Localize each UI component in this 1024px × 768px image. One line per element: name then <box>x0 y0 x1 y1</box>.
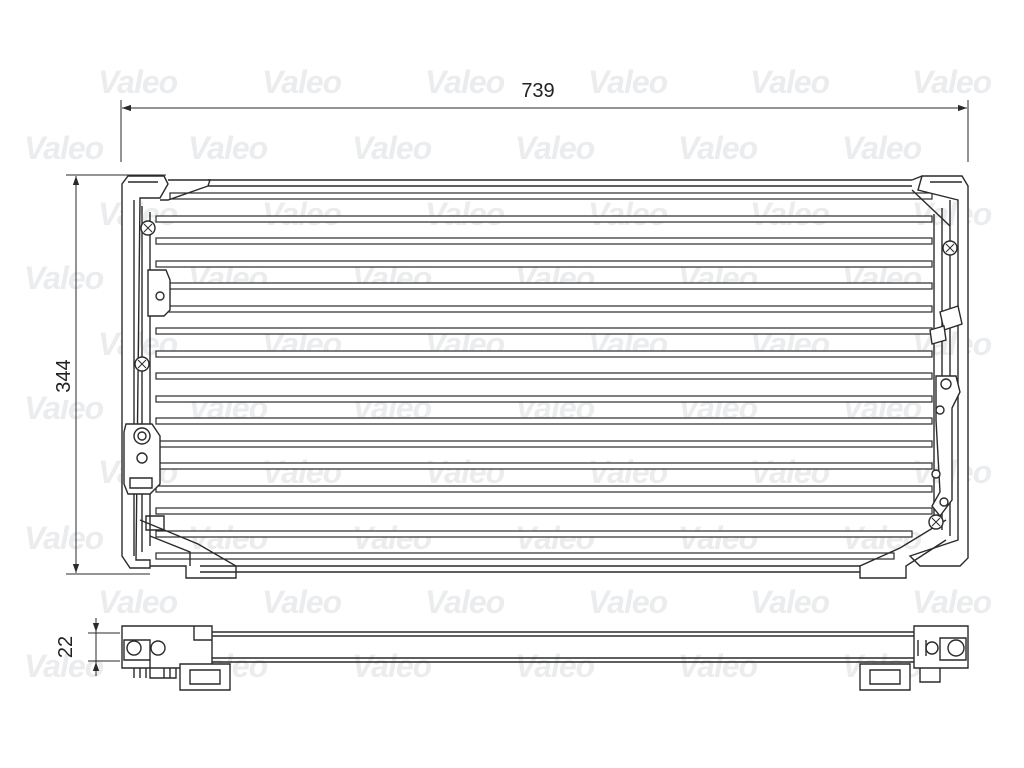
tube-rows <box>155 192 933 560</box>
right-end-fitting <box>859 625 969 691</box>
condenser-tube <box>155 327 933 335</box>
left-header-tank <box>121 175 237 579</box>
height-dimension: 344 <box>50 174 166 575</box>
condenser-tube <box>155 372 933 380</box>
condenser-tube <box>155 440 933 448</box>
bottom-rail <box>200 565 860 573</box>
condenser-bottom-view <box>121 625 969 691</box>
condenser-tube <box>155 485 933 493</box>
mounting-bolt-icon <box>140 220 156 236</box>
condenser-tube <box>155 552 895 560</box>
condenser-tube <box>155 507 933 515</box>
condenser-front-view <box>121 175 969 579</box>
condenser-tube <box>155 282 933 290</box>
condenser-tube <box>155 305 933 313</box>
condenser-tube <box>155 462 933 470</box>
left-end-fitting <box>121 625 231 691</box>
condenser-tube <box>155 350 933 358</box>
condenser-tube <box>155 237 933 245</box>
top-rail <box>208 179 912 187</box>
depth-dimension: 22 <box>55 618 120 676</box>
condenser-tube <box>169 192 933 200</box>
width-dimension: 739 <box>120 78 969 162</box>
width-label: 739 <box>521 80 554 102</box>
mounting-bolt-icon <box>928 514 944 530</box>
condenser-tube <box>155 417 933 425</box>
core-depth-lines <box>212 631 914 663</box>
condenser-tube <box>155 530 913 538</box>
refrigerant-port-icon <box>929 305 963 345</box>
mounting-bolt-icon <box>942 240 958 256</box>
depth-label: 22 <box>55 636 77 658</box>
height-label: 344 <box>53 359 75 392</box>
mounting-bolt-icon <box>134 356 150 372</box>
condenser-tube <box>155 215 933 223</box>
right-header-tank <box>859 175 969 579</box>
condenser-tube <box>155 260 933 268</box>
condenser-tube <box>155 395 933 403</box>
